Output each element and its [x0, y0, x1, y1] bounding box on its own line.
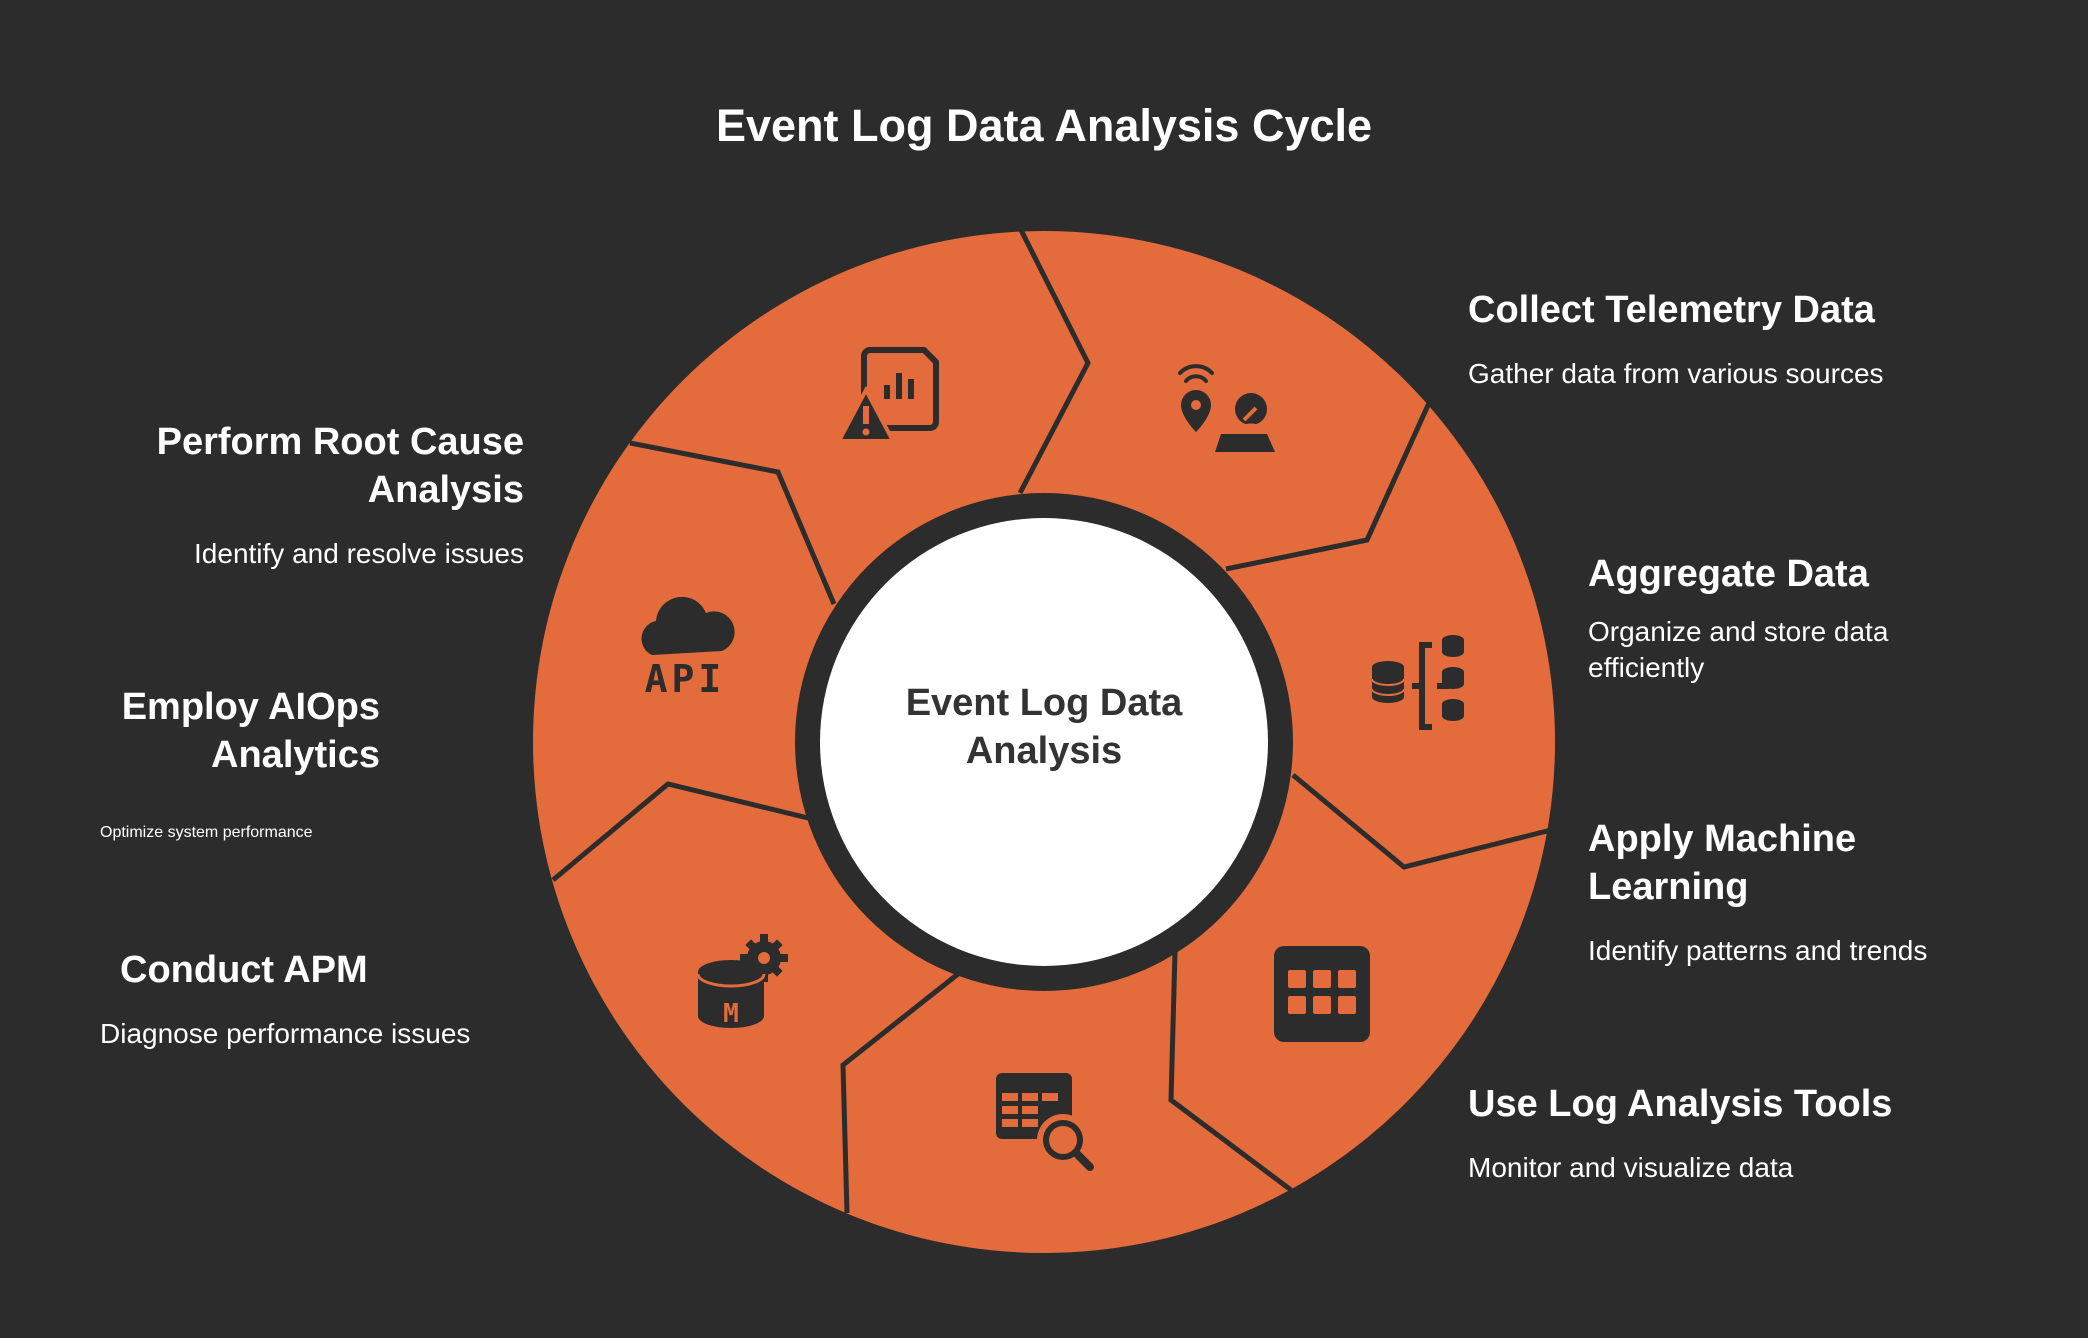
- divider-5: [840, 972, 960, 1214]
- step-description: Identify patterns and trends: [1588, 935, 1928, 966]
- divider-2: [1225, 401, 1432, 572]
- step-title: Perform Root Cause Analysis: [156, 421, 524, 511]
- divider-3: [1291, 773, 1552, 870]
- divider-1: [1017, 226, 1091, 495]
- step-aggregate-data: Aggregate Data Organize and store data e…: [1588, 550, 2008, 686]
- svg-text:M: M: [723, 999, 739, 1029]
- step-employ-aiops-analytics: Employ AIOps Analytics: [60, 683, 380, 779]
- page-title: Event Log Data Analysis Cycle: [715, 100, 1373, 151]
- step-description: Monitor and visualize data: [1468, 1152, 1794, 1183]
- step-title: Employ AIOps Analytics: [121, 686, 380, 776]
- report-warning-icon: [835, 347, 939, 443]
- step-description: Organize and store data efficiently: [1588, 616, 1889, 683]
- step-title: Use Log Analysis Tools: [1468, 1083, 1893, 1125]
- divider-7: [629, 440, 837, 605]
- step-description: Diagnose performance issues: [100, 1018, 471, 1049]
- divider-6: [551, 781, 809, 882]
- step-conduct-apm: Conduct APM Diagnose performance issues: [100, 946, 520, 1052]
- database-stack-icon: [1371, 635, 1464, 730]
- step-apply-machine-learning: Apply Machine Learning Identify patterns…: [1588, 815, 1928, 969]
- step-title: Apply Machine Learning: [1588, 818, 1857, 908]
- center-hub: [820, 518, 1268, 966]
- cloud-api-icon: API: [641, 596, 735, 701]
- step-description: Gather data from various sources: [1468, 358, 1884, 389]
- svg-text:API: API: [645, 657, 726, 701]
- step-title: Aggregate Data: [1588, 553, 1869, 595]
- segment-dividers: [551, 226, 1552, 1214]
- step-title: Collect Telemetry Data: [1468, 289, 1875, 331]
- center-label-line-1: Event Log Data: [906, 682, 1183, 724]
- step-collect-telemetry: Collect Telemetry Data Gather data from …: [1468, 286, 2028, 392]
- telemetry-location-icon: [1178, 364, 1275, 452]
- step-use-log-analysis-tools: Use Log Analysis Tools Monitor and visua…: [1468, 1080, 2028, 1186]
- step-description: Optimize system performance: [100, 824, 313, 841]
- step-title: Conduct APM: [120, 949, 368, 991]
- table-search-icon: [996, 1073, 1094, 1171]
- database-gear-icon: M: [696, 934, 788, 1029]
- grid-icon: [1274, 946, 1370, 1042]
- step-perform-root-cause-analysis: Perform Root Cause Analysis Identify and…: [100, 418, 524, 572]
- step-description: Identify and resolve issues: [194, 538, 524, 569]
- divider-4: [1168, 951, 1293, 1192]
- center-label-line-2: Analysis: [966, 730, 1122, 772]
